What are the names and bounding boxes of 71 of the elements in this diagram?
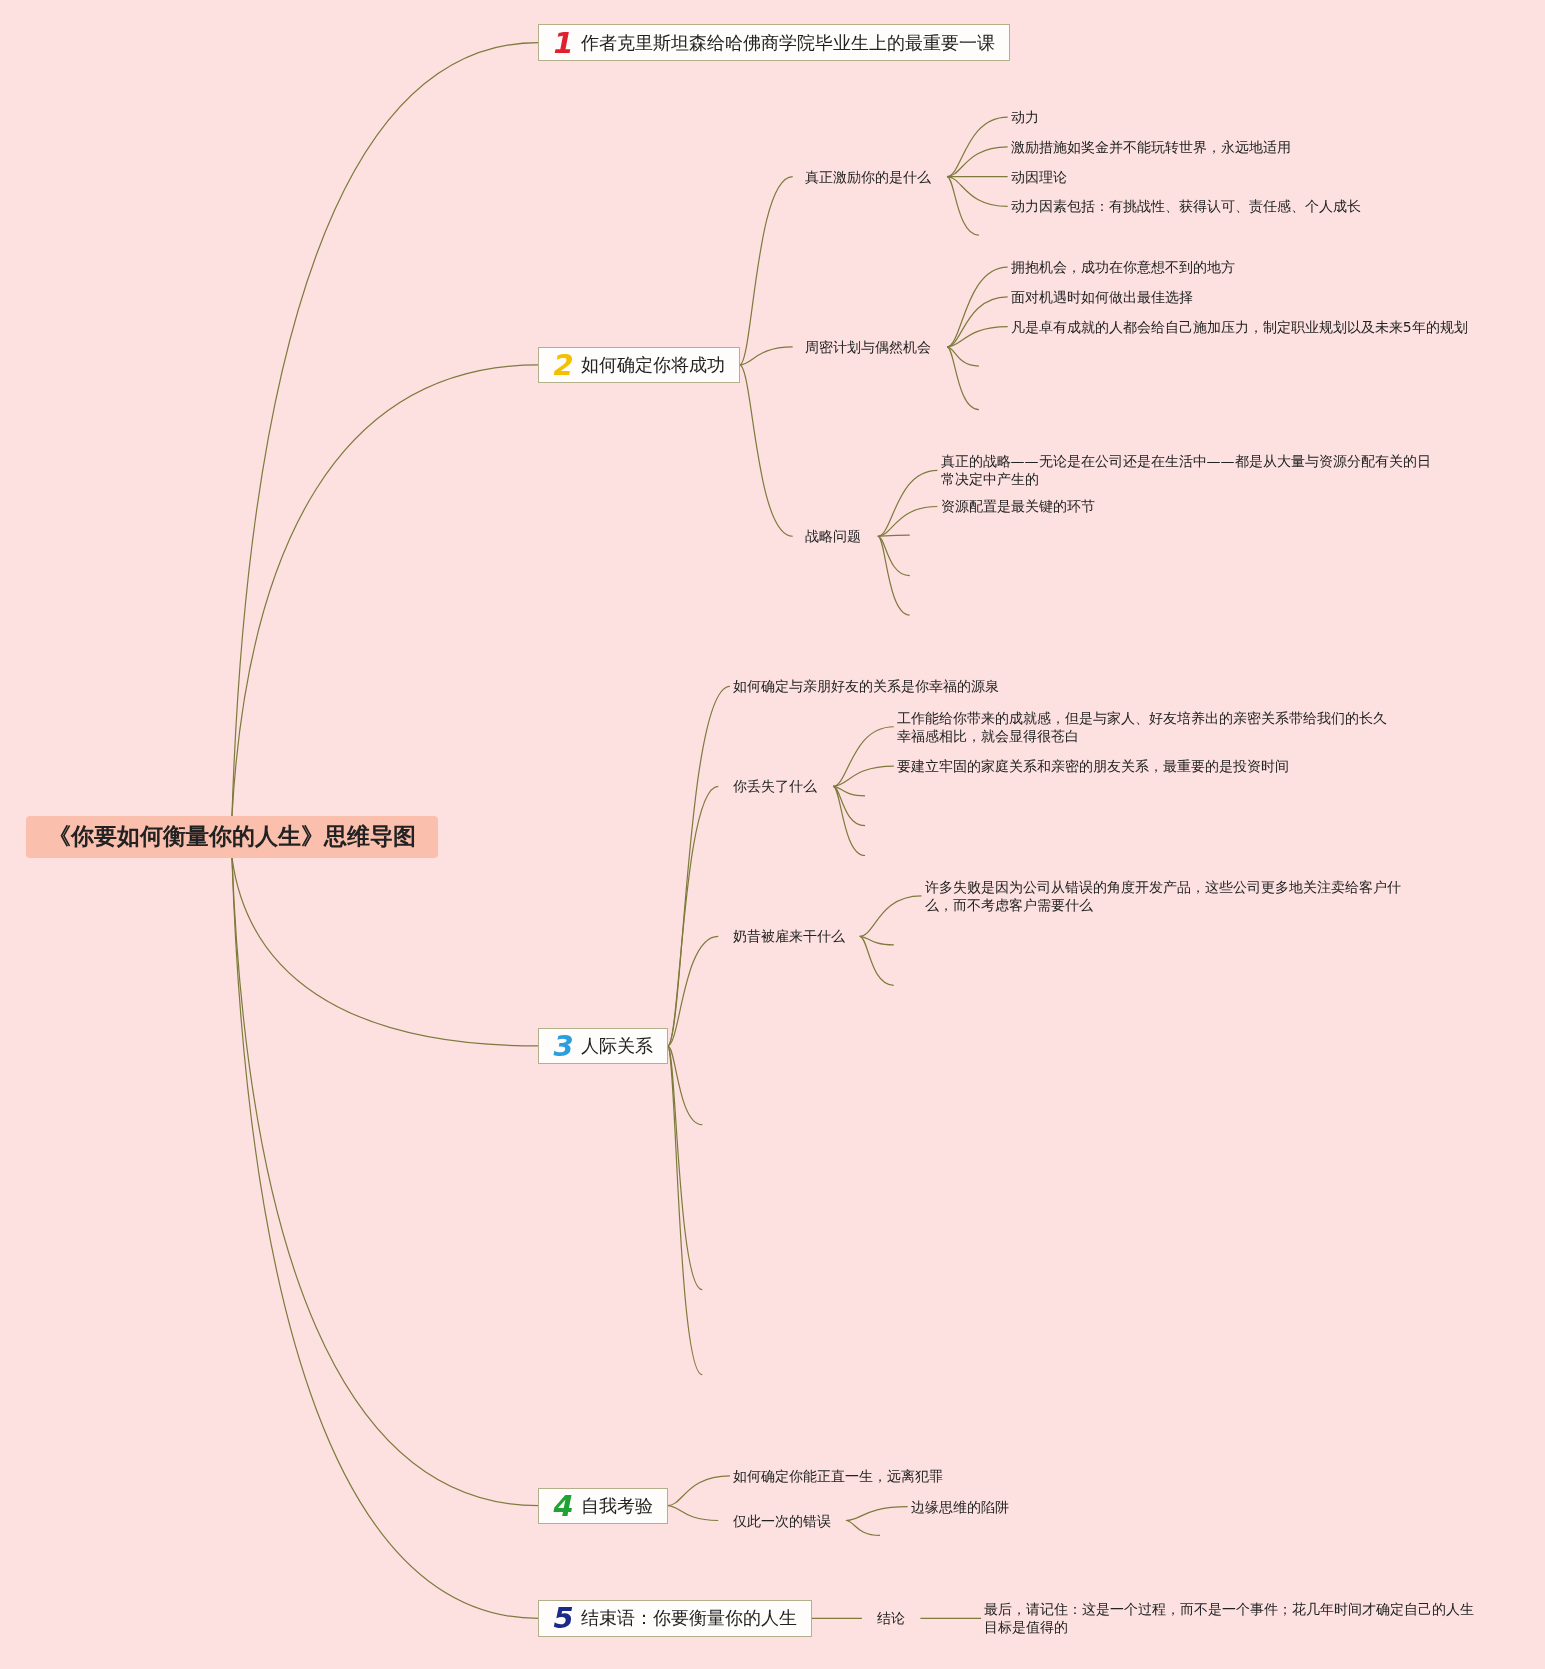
branch-line (946, 326, 1009, 348)
topic-label: 如何确定与亲朋好友的关系是你幸福的源泉 (729, 677, 1000, 696)
topic-label: 资源配置是最关键的环节 (937, 497, 1095, 516)
topic-label: 动力 (1007, 108, 1039, 127)
branch-line (667, 1505, 719, 1522)
topic-box (538, 1600, 812, 1637)
central-topic: 《你要如何衡量你的人生》思维导图 (25, 816, 439, 858)
branch-line (877, 505, 938, 537)
branch-line (667, 935, 719, 1047)
branch-line (877, 535, 911, 577)
branch-line (667, 1475, 731, 1507)
branch-line (739, 364, 794, 537)
topic-label: 仅此一次的错误 (718, 1511, 846, 1530)
branch-line (946, 176, 980, 236)
topic-label: 要建立牢固的家庭关系和亲密的朋友关系，最重要的是投资时间 (893, 757, 1289, 776)
topic-label: 面对机遇时如何做出最佳选择 (1007, 287, 1193, 306)
branch-line (231, 364, 539, 817)
branch-line (859, 935, 895, 946)
step-number: 4 (553, 1488, 574, 1523)
step-number: 5 (553, 1601, 574, 1636)
branch-line (739, 176, 794, 366)
topic-label: 边缘思维的陷阱 (907, 1497, 1009, 1516)
topic-label: 如何确定你能正直一生，远离犯罪 (729, 1466, 944, 1485)
branch-line (811, 1617, 863, 1619)
topic-label: 周密计划与偶然机会 (792, 337, 947, 356)
topic-box (538, 346, 740, 384)
topic-box (538, 24, 1010, 61)
topic-title: 作者克里斯坦森给哈佛商学院毕业生上的最重要一课 (580, 30, 995, 55)
topic-label: 最后，请记住：这是一个过程，而不是一个事件；花几年时间才确定自己的人生目标是值得的 (981, 1600, 1483, 1637)
topic-label: 结论 (861, 1609, 921, 1628)
branch-line (946, 116, 1009, 178)
topic-label: 许多失败是因为公司从错误的角度开发产品，这些公司更多地关注卖给客户什么，而不考虑客户需要什么 (921, 877, 1410, 914)
topic-title: 如何确定你将成功 (580, 352, 725, 377)
topic-label: 动力因素包括：有挑战性、获得认可、责任感、个人成长 (1007, 197, 1361, 216)
branch-line (845, 1506, 909, 1522)
branch-line (832, 785, 866, 797)
topic-title: 结束语：你要衡量你的人生 (580, 1606, 797, 1631)
topic-box (538, 1027, 668, 1065)
topic-title: 人际关系 (580, 1033, 653, 1058)
topic-title: 自我考验 (580, 1493, 653, 1518)
branch-line (946, 176, 1009, 207)
branch-line (832, 765, 895, 787)
branch-line (946, 346, 980, 367)
step-number: 1 (553, 25, 574, 60)
topic-label: 真正的战略——无论是在公司还是在生活中——都是从大量与资源分配有关的日常决定中产生的 (937, 452, 1439, 489)
topic-label: 真正激励你的是什么 (792, 167, 947, 186)
branch-line (946, 346, 980, 411)
branch-line (667, 1045, 703, 1376)
topic-box (538, 1487, 668, 1524)
step-number: 2 (553, 347, 574, 382)
topic-label: 工作能给你带来的成就感，但是与家人、好友培养出的亲密关系带给我们的长久幸福感相比，就会显得很苍白 (893, 708, 1395, 745)
branch-line (667, 785, 719, 1047)
branch-line (946, 266, 1009, 348)
branch-line (667, 1045, 703, 1291)
branch-line (667, 1045, 703, 1126)
topic-label: 奶昔被雇来干什么 (718, 927, 860, 946)
branch-line (877, 534, 911, 537)
topic-label: 动因理论 (1007, 167, 1067, 186)
topic-label: 你丢失了什么 (718, 777, 834, 796)
branch-line (832, 785, 866, 857)
branch-line (877, 535, 911, 616)
branch-line (859, 895, 923, 937)
topic-label: 激励措施如奖金并不能玩转世界，永远地适用 (1007, 137, 1291, 156)
step-number: 3 (553, 1028, 574, 1063)
branch-line (859, 935, 895, 986)
topic-label: 拥抱机会，成功在你意想不到的地方 (1007, 258, 1235, 277)
branch-line (845, 1519, 881, 1536)
branch-line (919, 1617, 982, 1619)
topic-label: 战略问题 (792, 527, 878, 546)
branch-line (739, 346, 794, 366)
topic-label: 凡是卓有成就的人都会给自己施加压力，制定职业规划以及未来5年的规划 (1007, 317, 1468, 336)
